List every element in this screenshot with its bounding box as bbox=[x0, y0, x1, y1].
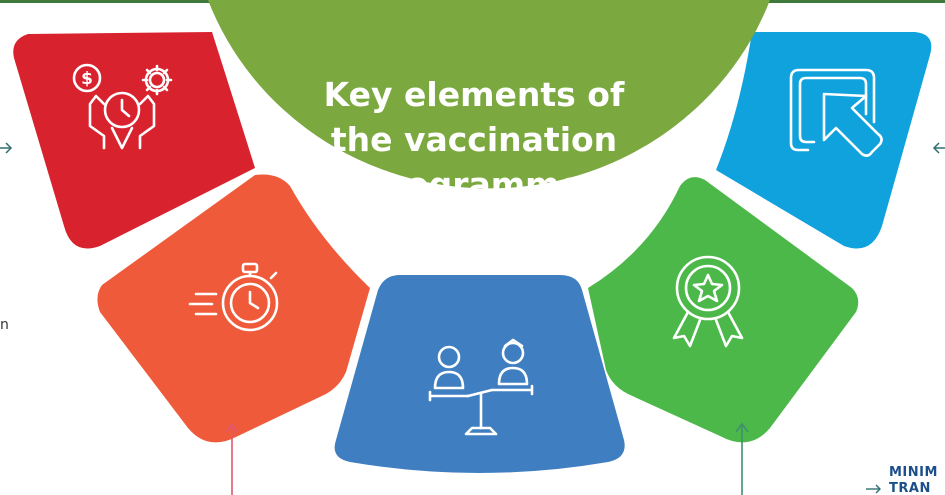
cursor-arrow-icon bbox=[789, 68, 883, 157]
stopwatch-icon bbox=[188, 262, 279, 332]
small-right-arrow-icon bbox=[866, 484, 881, 494]
bottom-right-label-2: TRAN bbox=[889, 481, 931, 495]
diagram-title: Key elements of the vaccination programm… bbox=[284, 72, 664, 207]
award-badge-icon bbox=[672, 255, 744, 348]
left-edge-fragment: n bbox=[0, 317, 10, 333]
left-arrow-icon bbox=[0, 142, 13, 154]
center-circle bbox=[208, 0, 770, 189]
title-line-1: Key elements of bbox=[323, 75, 625, 114]
right-arrow-icon bbox=[932, 142, 945, 154]
svg-text:$: $ bbox=[81, 69, 93, 89]
segment-blue bbox=[334, 275, 625, 473]
segment-green bbox=[588, 177, 859, 443]
bottom-right-label-1: MINIM bbox=[889, 465, 938, 480]
title-line-3: programme bbox=[366, 165, 582, 204]
green-up-arrow-icon bbox=[735, 422, 749, 495]
segment-orange bbox=[97, 174, 370, 443]
pink-up-arrow-icon bbox=[225, 422, 239, 495]
people-balance-icon bbox=[428, 338, 534, 436]
segment-red bbox=[13, 32, 256, 249]
money-time-gear-icon: $ bbox=[72, 63, 173, 150]
title-line-2: the vaccination bbox=[330, 120, 618, 159]
